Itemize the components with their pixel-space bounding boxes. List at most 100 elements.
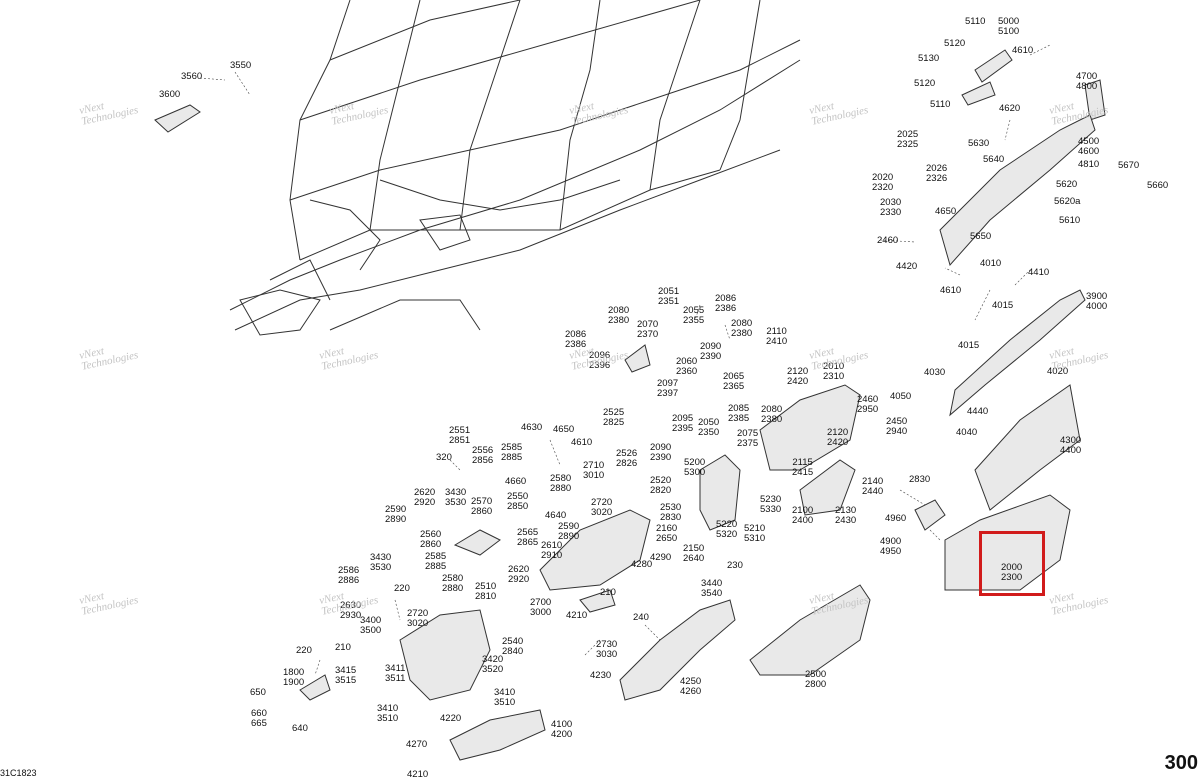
callout-label: 5630	[968, 138, 990, 149]
callout-label: 240	[633, 612, 649, 623]
callout-label: 320	[436, 452, 452, 463]
callout-label: 3430 3530	[370, 552, 392, 573]
callout-label: 4220	[440, 713, 462, 724]
callout-label: 4650	[553, 424, 575, 435]
callout-label: 2580 2880	[442, 573, 464, 594]
callout-label: 2730 3030	[596, 639, 618, 660]
callout-label: 2720 3020	[407, 608, 429, 629]
callout-label: 1800 1900	[283, 667, 305, 688]
callout-label: 3410 3510	[494, 687, 516, 708]
callout-label: 2830	[909, 474, 931, 485]
callout-label: 2095 2395	[672, 413, 694, 434]
callout-label: 5200 5300	[684, 457, 706, 478]
callout-label: 2115 2415	[792, 457, 814, 478]
callout-label: 2450 2940	[886, 416, 908, 437]
callout-label: 4030	[924, 367, 946, 378]
callout-label: 3410 3510	[377, 703, 399, 724]
callout-label: 220	[296, 645, 312, 656]
callout-label: 5120	[944, 38, 966, 49]
callout-label: 3560	[181, 71, 203, 82]
callout-label: 4620	[999, 103, 1021, 114]
callout-label: 2070 2370	[637, 319, 659, 340]
callout-label: 4410	[1028, 267, 1050, 278]
callout-label: 2590 2890	[385, 504, 407, 525]
callout-label: 2080 2380	[608, 305, 630, 326]
callout-label: 2130 2430	[835, 505, 857, 526]
callout-label: 4015	[958, 340, 980, 351]
callout-label: 2630 2930	[340, 600, 362, 621]
callout-label: 2096 2396	[589, 350, 611, 371]
callout-label: 2540 2840	[502, 636, 524, 657]
parts-drawing	[154, 49, 1106, 761]
callout-label: 2610 2910	[541, 540, 563, 561]
callout-label: 4610	[940, 285, 962, 296]
callout-label: 3400 3500	[360, 615, 382, 636]
callout-label: 4700 4800	[1076, 71, 1098, 92]
callout-label: 2585 2885	[501, 442, 523, 463]
callout-label: 2460 2950	[857, 394, 879, 415]
callout-label: 2110 2410	[766, 326, 788, 347]
callout-label: 2551 2851	[449, 425, 471, 446]
callout-label: 2086 2386	[565, 329, 587, 350]
callout-label: 4960	[885, 513, 907, 524]
callout-label: 5210 5310	[744, 523, 766, 544]
callout-label: 2080 2380	[761, 404, 783, 425]
callout-label: 5130	[918, 53, 940, 64]
callout-label: 4020	[1047, 366, 1069, 377]
callout-label: 2585 2885	[425, 551, 447, 572]
highlighted-callout-box: 2000 2300	[979, 531, 1045, 596]
callout-label: 2550 2850	[507, 491, 529, 512]
highlighted-callout-label: 2000 2300	[1001, 562, 1023, 583]
callout-label: 4640	[545, 510, 567, 521]
callout-label: 4230	[590, 670, 612, 681]
callout-label: 210	[600, 587, 616, 598]
callout-label: 2085 2385	[728, 403, 750, 424]
callout-label: 4210	[407, 769, 429, 780]
callout-label: 2120 2420	[827, 427, 849, 448]
callout-label: 4610	[571, 437, 593, 448]
callout-label: 2150 2640	[683, 543, 705, 564]
callout-label: 5640	[983, 154, 1005, 165]
callout-label: 2055 2355	[683, 305, 705, 326]
callout-label: 2075 2375	[737, 428, 759, 449]
callout-label: 5660	[1147, 180, 1169, 191]
callout-label: 4270	[406, 739, 428, 750]
callout-label: 4500 4600	[1078, 136, 1100, 157]
callout-label: 2590 2890	[558, 521, 580, 542]
frame-drawing	[229, 0, 801, 336]
callout-label: 2520 2820	[650, 475, 672, 496]
callout-label: 230	[727, 560, 743, 571]
callout-label: 2100 2400	[792, 505, 814, 526]
callout-label: 5670	[1118, 160, 1140, 171]
callout-label: 5000 5100	[998, 16, 1020, 37]
page-number: 300	[1164, 752, 1198, 774]
callout-label: 2025 2325	[897, 129, 919, 150]
callout-label: 4040	[956, 427, 978, 438]
callout-label: 2586 2886	[338, 565, 360, 586]
callout-label: 2050 2350	[698, 417, 720, 438]
callout-label: 4810	[1078, 159, 1100, 170]
callout-label: 4050	[890, 391, 912, 402]
callout-label: 5610	[1059, 215, 1081, 226]
callout-label: 4100 4200	[551, 719, 573, 740]
callout-label: 4660	[505, 476, 527, 487]
callout-label: 2460	[877, 235, 899, 246]
callout-label: 2570 2860	[471, 496, 493, 517]
callout-label: 2080 2380	[731, 318, 753, 339]
callout-label: 2565 2865	[517, 527, 539, 548]
callout-label: 210	[335, 642, 351, 653]
callout-label: 3420 3520	[482, 654, 504, 675]
callout-label: 2526 2826	[616, 448, 638, 469]
callout-label: 2620 2920	[414, 487, 436, 508]
callout-label: 2120 2420	[787, 366, 809, 387]
callout-label: 220	[394, 583, 410, 594]
callout-label: 5650	[970, 231, 992, 242]
callout-label: 4630	[521, 422, 543, 433]
callout-label: 2060 2360	[676, 356, 698, 377]
callout-label: 3430 3530	[445, 487, 467, 508]
callout-label: 2620 2920	[508, 564, 530, 585]
callout-label: 4300 4400	[1060, 435, 1082, 456]
callout-label: 5120	[914, 78, 936, 89]
callout-label: 640	[292, 723, 308, 734]
